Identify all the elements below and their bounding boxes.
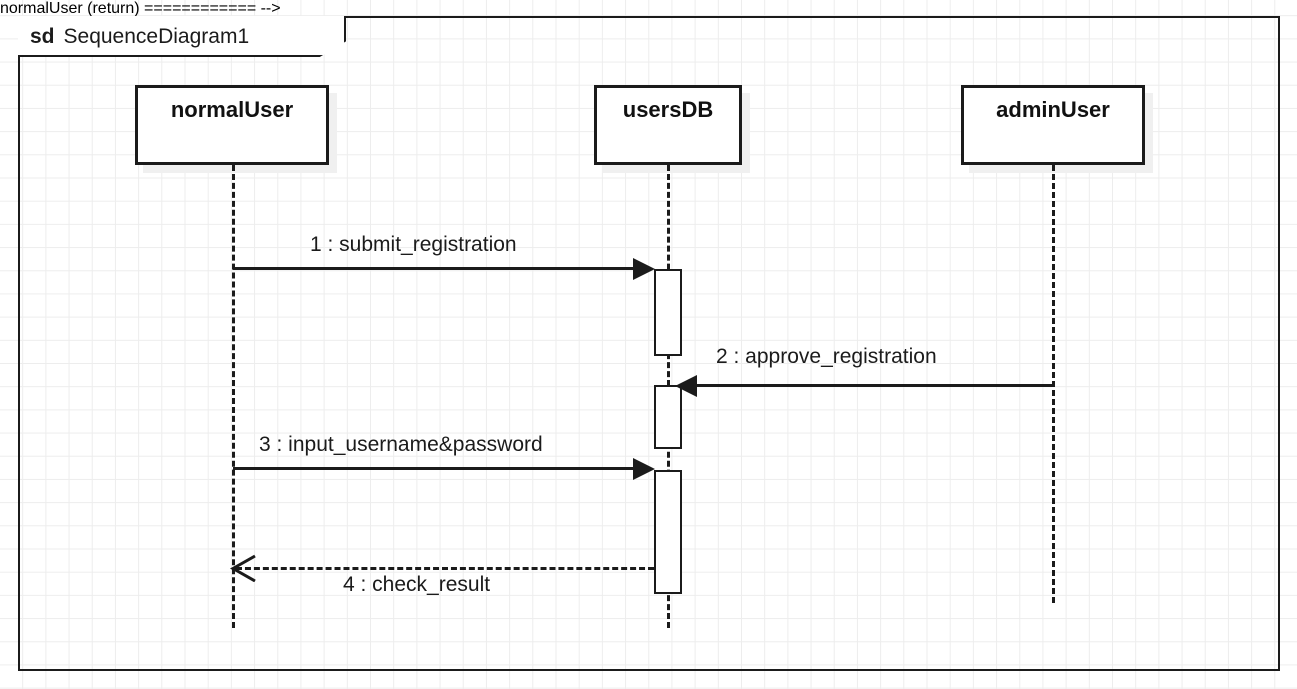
message-line-2[interactable] <box>696 384 1053 387</box>
activation-bar-usersDB-1[interactable] <box>654 269 682 356</box>
message-line-1[interactable] <box>233 267 639 270</box>
lifeline-label-adminUser: adminUser <box>996 97 1110 122</box>
lifeline-line-normalUser <box>232 165 235 628</box>
lifeline-head-normalUser[interactable]: normalUser <box>135 85 329 165</box>
message-line-4[interactable] <box>236 567 654 570</box>
lifeline-label-usersDB: usersDB <box>622 97 714 122</box>
lifeline-head-usersDB[interactable]: usersDB <box>594 85 742 165</box>
activation-bar-usersDB-3[interactable] <box>654 470 682 594</box>
diagram-frame-tab[interactable] <box>18 16 346 57</box>
message-arrowhead-1 <box>633 258 655 280</box>
message-arrowhead-2 <box>675 375 697 397</box>
diagram-frame <box>18 16 1280 671</box>
lifeline-line-adminUser <box>1052 165 1055 603</box>
message-label-1: 1 : submit_registration <box>310 233 517 256</box>
lifeline-label-normalUser: normalUser <box>170 97 294 122</box>
message-label-4: 4 : check_result <box>343 573 491 596</box>
message-arrowhead-4 <box>230 554 256 582</box>
message-arrowhead-3 <box>633 458 655 480</box>
message-label-3: 3 : input_username&password <box>259 433 543 456</box>
lifeline-head-adminUser[interactable]: adminUser <box>961 85 1145 165</box>
message-label-2: 2 : approve_registration <box>716 345 937 368</box>
message-line-3[interactable] <box>233 467 639 470</box>
